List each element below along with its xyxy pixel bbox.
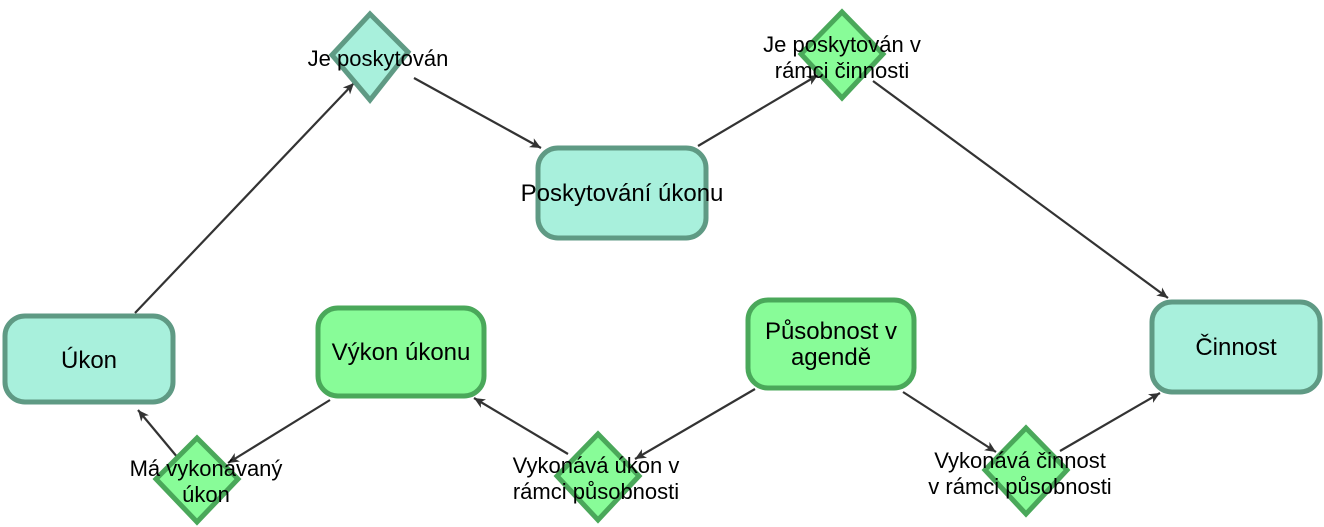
node-label: Činnost bbox=[1195, 333, 1277, 361]
node-poskytovani-ukonu[interactable]: Poskytování úkonu bbox=[521, 145, 724, 241]
node-cinnost[interactable]: Činnost bbox=[1149, 299, 1323, 395]
node-box bbox=[1149, 299, 1323, 395]
relation-label: Je poskytován bbox=[308, 46, 449, 71]
node-box bbox=[745, 297, 917, 391]
relation-diamond bbox=[328, 10, 412, 104]
relation-label: úkon bbox=[182, 482, 230, 507]
node-label: agendě bbox=[791, 344, 871, 371]
node-label: Poskytování úkonu bbox=[521, 180, 724, 207]
edge-pusobnost-to-vykonava-cinnost bbox=[902, 391, 997, 453]
relation-label: Vykonává úkon v bbox=[513, 453, 680, 478]
node-pusobnost-v-agende[interactable]: Působnost v agendě bbox=[745, 297, 917, 391]
edge-vykonava-ukon-to-vykon-ukonu bbox=[473, 397, 569, 455]
relation-vykonava-ukon-v-ramci-pusobnosti[interactable]: Vykonává úkon v rámci působnosti bbox=[513, 430, 680, 524]
relation-diamond bbox=[152, 434, 242, 526]
node-box bbox=[315, 305, 487, 399]
node-vykon-ukonu[interactable]: Výkon úkonu bbox=[315, 305, 487, 399]
node-box bbox=[2, 313, 176, 405]
node-box bbox=[535, 145, 709, 241]
edge-je-poskytovan-v-ramci-to-cinnost bbox=[872, 80, 1169, 299]
relation-diamond bbox=[981, 424, 1071, 518]
edge-je-poskytovan-to-poskytovani bbox=[413, 77, 542, 149]
edge-vykonava-cinnost-to-cinnost bbox=[1059, 392, 1161, 452]
node-label: Úkon bbox=[61, 347, 117, 374]
relation-diamond bbox=[553, 430, 643, 524]
edge-pusobnost-to-vykonava-ukon bbox=[634, 388, 756, 460]
relation-label: Je poskytován v bbox=[763, 32, 921, 57]
relation-label: rámci činnosti bbox=[775, 58, 909, 83]
edge-poskytovani-to-je-poskytovan-v-ramci bbox=[697, 74, 819, 147]
relation-je-poskytovan-v-ramci-cinnosti[interactable]: Je poskytován v rámci činnosti bbox=[763, 8, 921, 102]
node-label: Výkon úkonu bbox=[332, 339, 471, 366]
relation-label: Má vykonávaný bbox=[130, 456, 283, 481]
relation-vykonava-cinnost-v-ramci-pusobnosti[interactable]: Vykonává činnost v rámci působnosti bbox=[928, 424, 1112, 518]
relation-diamond bbox=[797, 8, 887, 102]
relation-label: Vykonává činnost bbox=[934, 448, 1106, 473]
node-ukon[interactable]: Úkon bbox=[2, 313, 176, 405]
relation-ma-vykonavany-ukon[interactable]: Má vykonávaný úkon bbox=[130, 434, 283, 526]
relation-label: rámci působnosti bbox=[513, 479, 679, 504]
relation-label: v rámci působnosti bbox=[928, 474, 1111, 499]
node-label: Působnost v bbox=[765, 318, 897, 345]
edges bbox=[134, 74, 1169, 464]
edge-ma-vykonavany-to-ukon bbox=[137, 409, 179, 459]
relation-je-poskytovan[interactable]: Je poskytován bbox=[308, 10, 449, 104]
edge-vykon-ukonu-to-ma-vykonavany bbox=[227, 399, 331, 464]
edge-ukon-to-je-poskytovan bbox=[134, 82, 355, 314]
